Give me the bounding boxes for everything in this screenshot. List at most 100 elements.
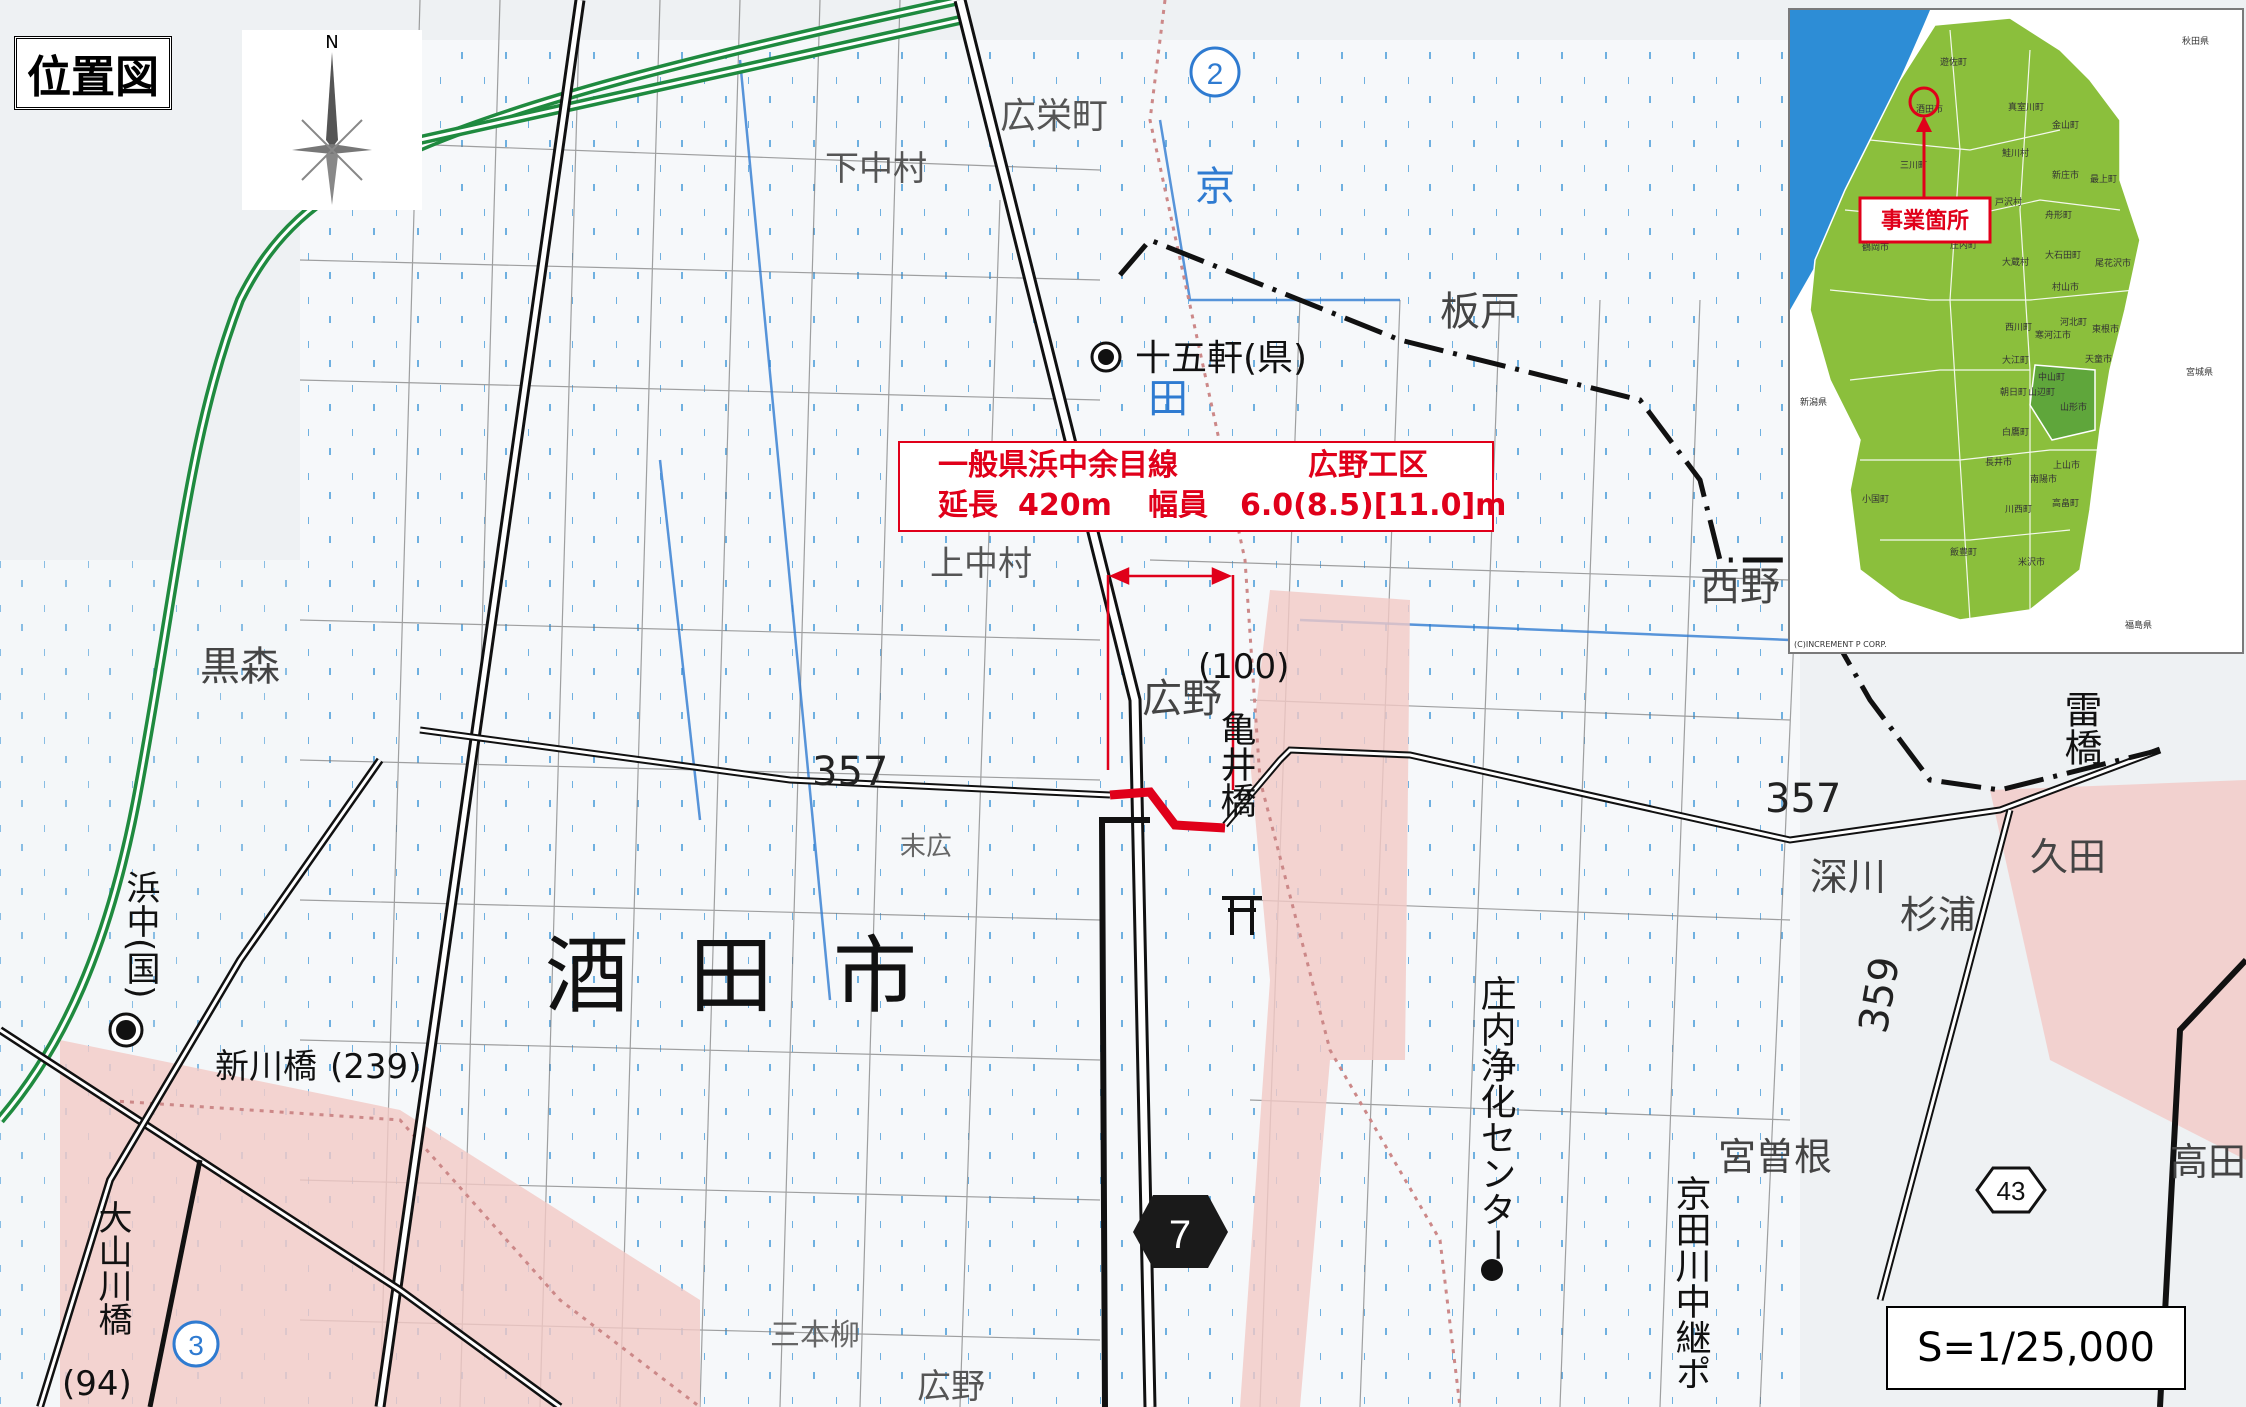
inset-muni-12: 大蔵村 xyxy=(2002,256,2029,268)
inset-neighbor-miyagi: 宮城県 xyxy=(2186,366,2213,378)
map-title: 位置図 xyxy=(14,36,172,110)
bridge-kamei-label: 亀井橋 xyxy=(1215,710,1256,818)
inset-muni-5: 三川町 xyxy=(1900,161,1927,171)
inset-marker-box xyxy=(1858,196,1992,244)
inset-muni-4: 鮭川村 xyxy=(2002,147,2029,159)
station-jugoken-label: 十五軒(県) xyxy=(1135,338,1307,379)
paddy-field-area xyxy=(300,40,1800,1407)
shrine-icon xyxy=(1222,896,1262,935)
kyoden-label: 京田川中継ポ xyxy=(1670,1175,1711,1391)
north-arrow: N xyxy=(242,30,422,210)
jokasen-label: 庄内浄化センター xyxy=(1475,975,1516,1263)
compass-icon: N xyxy=(292,32,372,205)
inset-map-graphic: 秋田県 宮城県 新潟県 福島県 遊佐町 酒田市 真室川町 金山町 鮭川村 三川町… xyxy=(1790,10,2242,652)
length-value: 420m xyxy=(1018,488,1112,523)
route-3-label: 3 xyxy=(188,1330,204,1361)
north-label: N xyxy=(325,32,338,53)
place-kouei: 広栄町 xyxy=(1000,96,1108,137)
facility-marker xyxy=(1481,1259,1503,1281)
inset-muni-33: 飯豊町 xyxy=(1950,546,1977,558)
place-miyasone: 宮曽根 xyxy=(1718,1135,1832,1179)
station-hamanaka-marker xyxy=(108,1012,144,1048)
bridge-shinkawa-label: 新川橋 xyxy=(215,1047,317,1087)
inset-muni-34: 米沢市 xyxy=(2018,556,2045,568)
inset-muni-0: 遊佐町 xyxy=(1940,56,1967,68)
inset-muni-28: 上山市 xyxy=(2053,459,2080,471)
inset-muni-29: 小国町 xyxy=(1862,494,1889,505)
inset-marker-label: 事業箇所 xyxy=(1881,208,1969,234)
station-jugoken-marker xyxy=(1090,341,1122,373)
place-takata: 高田 xyxy=(2170,1140,2246,1184)
place-nishino: 西野 xyxy=(1700,564,1780,610)
bridge-shinkawa-num: (239) xyxy=(330,1047,421,1087)
inset-muni-19: 天童市 xyxy=(2085,353,2112,365)
route-2-label: 2 xyxy=(1207,58,1224,91)
inset-muni-2: 真室川町 xyxy=(2008,101,2044,113)
route-357-left: 357 xyxy=(812,749,888,795)
inset-muni-17: 東根市 xyxy=(2092,323,2119,335)
inset-muni-26: 白鷹町 xyxy=(2002,426,2029,438)
project-callout: 一般県浜中余目線 広野工区 延長 420m 幅員 6.0(8.5)[11.0]m xyxy=(898,441,1506,532)
inset-muni-20: 大江町 xyxy=(2002,354,2029,366)
project-section xyxy=(1109,787,1226,833)
place-hirono: 広野 xyxy=(1142,676,1222,722)
inset-muni-30: 南陽市 xyxy=(2030,473,2057,485)
station-hamanaka-label: 浜中(国) xyxy=(120,870,160,999)
inset-muni-7: 新庄市 xyxy=(2052,169,2079,181)
place-kyo: 京 xyxy=(1195,164,1235,210)
city-label: 酒田市 xyxy=(545,927,977,1025)
boundary-line xyxy=(1118,237,2161,793)
place-kuroiwa: 黒森 xyxy=(200,644,280,690)
width-label: 幅員 xyxy=(1148,488,1208,523)
route-3-shield: 3 xyxy=(172,1320,220,1368)
dimension-arrow xyxy=(1106,567,1235,790)
bridge-kaminari-label: 雷橋 xyxy=(2058,690,2102,766)
yamagata-city-highlight xyxy=(2029,364,2096,441)
inset-arrow-head xyxy=(1916,116,1932,132)
place-fukagawa: 深川 xyxy=(1810,855,1886,899)
project-section-name: 広野工区 xyxy=(1308,448,1428,483)
scale-label: S=1/25,000 xyxy=(1886,1306,2186,1390)
inset-neighbor-akita: 秋田県 xyxy=(2182,35,2209,47)
place-sanbonyanagi: 三本柳 xyxy=(770,1318,860,1353)
width-value: 6.0(8.5)[11.0]m xyxy=(1240,488,1507,523)
inset-copyright: (C)INCREMENT P CORP. xyxy=(1794,640,1887,649)
inset-neighbor-niigata: 新潟県 xyxy=(1800,396,1827,408)
expressway-branch-inner xyxy=(419,18,961,142)
inset-muni-9: 舟形町 xyxy=(2045,209,2072,221)
inset-muni-21: 朝日町 xyxy=(2000,387,2027,398)
inset-muni-15: 村山市 xyxy=(2052,281,2079,293)
place-sueshiro: 末広 xyxy=(900,832,952,862)
inset-muni-18: 西川町 xyxy=(2005,322,2032,333)
place-sugiura: 杉浦 xyxy=(1900,893,1976,937)
place-ita: 板戸 xyxy=(1440,289,1520,335)
inset-muni-3: 金山町 xyxy=(2052,119,2079,131)
inset-muni-24: 中山町 xyxy=(2038,371,2065,383)
inset-muni-8: 最上町 xyxy=(2090,174,2117,185)
river-corridor xyxy=(60,590,2246,1407)
route-43-label: 43 xyxy=(1997,1176,2026,1206)
river-line-west xyxy=(99,1098,701,1407)
bridge-kamei-num: (100) xyxy=(1198,647,1289,687)
inset-muni-13: 大石田町 xyxy=(2045,249,2081,261)
route-43-shield: 43 xyxy=(1975,1166,2047,1214)
inset-muni-27: 長井市 xyxy=(1985,456,2012,468)
bridge-ooyama-label: 大山川橋 xyxy=(92,1200,132,1336)
bridge-ooyama-num: (94) xyxy=(62,1364,132,1404)
place-kamihiro: 上中村 xyxy=(930,544,1032,584)
inset-muni-10: 鶴岡市 xyxy=(1862,241,1889,253)
inset-map: 秋田県 宮城県 新潟県 福島県 遊佐町 酒田市 真室川町 金山町 鮭川村 三川町… xyxy=(1788,8,2244,654)
place-shimonaka: 下中村 xyxy=(825,149,927,189)
inset-neighbor-fukushima: 福島県 xyxy=(2125,619,2152,631)
route-2-shield: 2 xyxy=(1189,46,1241,98)
inset-muni-32: 高畠町 xyxy=(2052,497,2079,509)
inset-muni-23: 山辺町 xyxy=(2028,387,2055,398)
place-ta: 田 xyxy=(1148,376,1188,422)
length-label: 延長 xyxy=(938,488,998,523)
place-hirono2: 広野 xyxy=(917,1367,985,1407)
inset-muni-14: 尾花沢市 xyxy=(2095,257,2131,269)
place-kuden: 久田 xyxy=(2030,835,2106,879)
inset-muni-6: 戸沢村 xyxy=(1995,196,2022,208)
inset-muni-31: 川西町 xyxy=(2005,504,2032,515)
inset-muni-16: 河北町 xyxy=(2060,316,2087,328)
